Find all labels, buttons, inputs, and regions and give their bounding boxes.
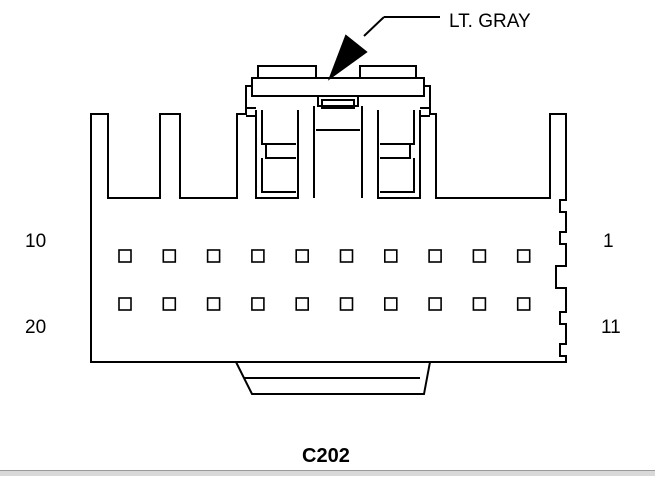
pin-label-11: 11 — [601, 317, 621, 338]
connector-name: C202 — [302, 445, 350, 467]
latch-arm-right — [377, 107, 430, 199]
cavity-grid — [118, 249, 531, 311]
connector-foot — [235, 361, 431, 395]
pin-label-10: 10 — [25, 231, 47, 252]
pin-cavity — [251, 249, 265, 263]
pin-cavity — [339, 297, 354, 311]
pin-cavity — [472, 249, 487, 263]
color-leader-arrowhead — [327, 34, 368, 81]
bottom-rule — [0, 470, 655, 476]
color-label: LT. GRAY — [449, 11, 531, 32]
connector-body-outline — [90, 77, 567, 363]
pin-cavity — [339, 249, 354, 263]
pin-cavity — [428, 249, 442, 263]
lock-bar — [251, 77, 425, 97]
lock-tab-left — [257, 65, 317, 79]
pin-cavity — [516, 249, 531, 263]
latch-channel — [313, 106, 363, 198]
pin-label-20: 20 — [25, 317, 47, 338]
pin-cavity — [295, 297, 310, 311]
pin-cavity — [516, 297, 531, 311]
pin-cavity — [162, 297, 177, 311]
color-leader-line — [363, 16, 385, 37]
lock-tab-right — [359, 65, 417, 79]
pin-cavity — [206, 249, 221, 263]
pin-cavity — [251, 297, 265, 311]
pin-cavity — [206, 297, 221, 311]
pin-cavity — [383, 297, 398, 311]
latch-arm-left — [246, 107, 299, 199]
lock-center-latch — [317, 95, 359, 107]
pin-cavity — [118, 297, 132, 311]
pin-cavity — [428, 297, 442, 311]
pin-cavity — [118, 249, 132, 263]
pin-cavity — [162, 249, 177, 263]
pin-cavity — [295, 249, 310, 263]
pin-cavity — [472, 297, 487, 311]
lock-center-latch-inner — [321, 99, 355, 109]
pin-label-1: 1 — [603, 231, 614, 252]
pin-cavity — [383, 249, 398, 263]
